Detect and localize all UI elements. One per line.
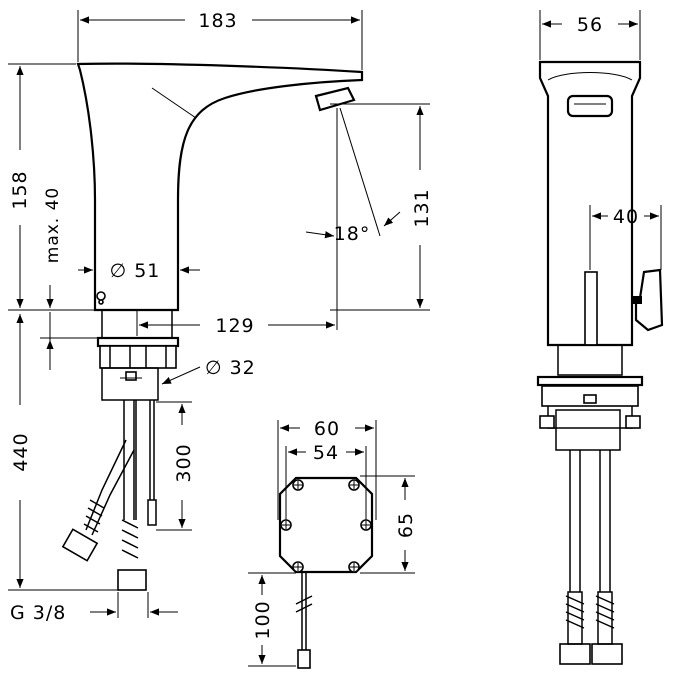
- dim-158: 158: [8, 63, 95, 311]
- dim-d51-label: ∅ 51: [110, 260, 161, 282]
- dim-d51: ∅ 51: [78, 260, 200, 282]
- dim-100-label: 100: [252, 600, 274, 639]
- dim-129: 129: [136, 310, 335, 337]
- dim-54-label: 54: [313, 442, 339, 464]
- screw-bl: [292, 561, 304, 573]
- dim-40: 40: [589, 205, 662, 270]
- sensor-dot: [96, 291, 106, 301]
- dim-thread-label: G 3/8: [10, 602, 66, 624]
- dim-thread: G 3/8: [10, 592, 178, 624]
- dim-300-label: 300: [173, 443, 195, 482]
- screw-ml: [280, 519, 292, 531]
- dim-65: 65: [360, 475, 417, 574]
- dim-129-label: 129: [215, 315, 254, 337]
- control-box: [278, 476, 374, 669]
- dim-angle-label: 18°: [334, 223, 371, 245]
- side-aerator: [566, 94, 614, 118]
- front-view-faucet: [61, 62, 364, 591]
- side-view-faucet: [536, 60, 664, 665]
- dim-183-label: 183: [198, 10, 237, 32]
- dim-60-label: 60: [314, 418, 340, 440]
- dim-max40: max. 40: [40, 187, 100, 370]
- dim-54: 54: [285, 442, 367, 520]
- dim-100: 100: [248, 572, 296, 667]
- left-hose-fitting: [61, 499, 105, 562]
- dim-56-label: 56: [577, 14, 603, 36]
- screw-tl: [292, 479, 304, 491]
- dim-440-label: 440: [10, 432, 32, 471]
- dim-440: 440: [8, 314, 120, 591]
- dim-max40-label: max. 40: [43, 187, 63, 263]
- side-fittings: [559, 591, 623, 665]
- dim-56: 56: [539, 10, 641, 60]
- dim-d32: ∅ 32: [161, 357, 256, 385]
- side-body: [538, 60, 642, 347]
- dim-300: 300: [156, 401, 195, 531]
- dim-d32-label: ∅ 32: [205, 357, 256, 379]
- screw-tr: [348, 479, 360, 491]
- dim-131: 131: [330, 103, 433, 311]
- dim-40-label: 40: [613, 206, 639, 228]
- dim-65-label: 65: [395, 512, 417, 538]
- dim-60: 60: [277, 418, 377, 520]
- screw-br: [348, 561, 360, 573]
- screw-mr: [360, 519, 372, 531]
- dim-131-label: 131: [411, 188, 433, 227]
- aerator: [314, 86, 356, 112]
- dim-183: 183: [77, 10, 363, 70]
- dim-angle: 18°: [305, 107, 401, 330]
- faucet-body: [76, 62, 364, 312]
- dim-158-label: 158: [9, 170, 31, 209]
- right-hose-fitting: [117, 519, 147, 591]
